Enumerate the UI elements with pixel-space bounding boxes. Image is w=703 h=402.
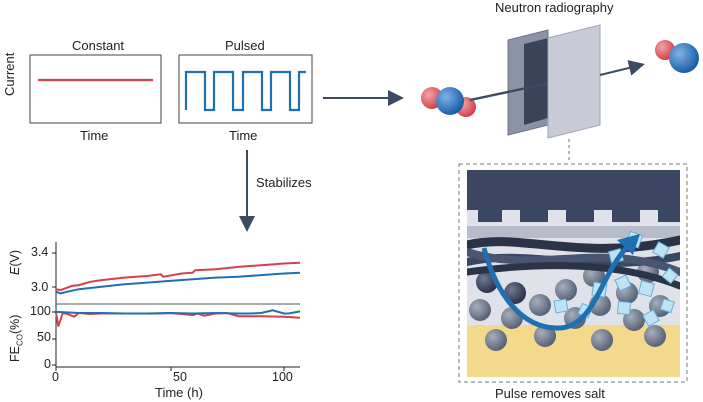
pulsed-time-label: Time: [229, 128, 258, 143]
y-tick-3-4: 3.4: [31, 245, 49, 259]
constant-time-label: Time: [80, 128, 109, 143]
electrode-inset: [458, 163, 688, 383]
outgoing-co-molecule: [655, 40, 699, 73]
stabilizes-label: Stabilizes: [256, 175, 312, 190]
pulsed-title: Pulsed: [225, 38, 265, 53]
x-tick-50: 50: [173, 370, 187, 384]
constant-panel-box: [29, 54, 162, 124]
chart-axes: [52, 242, 300, 371]
neutron-radiography-title: Neutron radiography: [495, 0, 614, 15]
incoming-co2-molecule: [421, 87, 476, 117]
x-tick-100: 100: [272, 370, 293, 384]
potential-series-1-line: [55, 261, 301, 292]
fe-co-series-1-line: [55, 311, 301, 327]
pulsed-current-wave: [184, 70, 306, 112]
y-tick-100: 100: [30, 304, 51, 318]
neutron-detector: [469, 24, 645, 162]
pulse-removes-salt-caption: Pulse removes salt: [495, 386, 605, 401]
x-axis-label: Time (h): [155, 385, 203, 400]
y-tick-0: 0: [44, 357, 51, 371]
chart-series: [55, 261, 301, 327]
fe-co-series-2-line: [55, 309, 301, 315]
pulsed-panel-box: [178, 54, 313, 124]
constant-title: Constant: [72, 38, 125, 53]
potential-series-2-line: [55, 271, 301, 295]
x-tick-0: 0: [52, 370, 59, 384]
y-tick-50: 50: [37, 330, 51, 344]
y-tick-3-0: 3.0: [31, 280, 49, 294]
